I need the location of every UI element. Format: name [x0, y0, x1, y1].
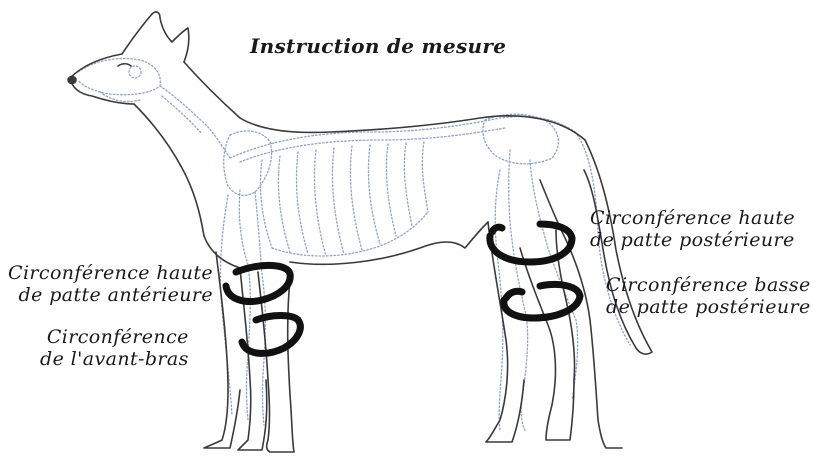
- label-hind-upper-line1: Circonférence haute: [590, 207, 795, 229]
- label-forearm-circumference: Circonférence de l'avant-bras: [40, 326, 189, 370]
- label-front-upper-line1: Circonférence haute: [8, 262, 213, 284]
- label-hind-lower-line1: Circonférence basse: [606, 274, 811, 296]
- label-forearm-line1: Circonférence: [40, 326, 189, 348]
- diagram-title: Instruction de mesure: [250, 34, 506, 58]
- label-front-upper-line2: de patte antérieure: [8, 284, 213, 306]
- ring-hind-lower: [504, 284, 580, 318]
- ring-front-upper: [226, 265, 290, 301]
- label-forearm-line2: de l'avant-bras: [40, 348, 189, 370]
- label-hind-upper-circumference: Circonférence haute de patte postérieure: [590, 207, 795, 251]
- label-hind-lower-circumference: Circonférence basse de patte postérieure: [606, 274, 811, 318]
- ring-hind-upper: [490, 224, 572, 262]
- measurement-rings: [226, 224, 580, 353]
- label-hind-upper-line2: de patte postérieure: [590, 229, 795, 251]
- ring-forearm: [242, 316, 300, 354]
- label-hind-lower-line2: de patte postérieure: [606, 296, 811, 318]
- label-front-upper-circumference: Circonférence haute de patte antérieure: [8, 262, 213, 306]
- dog-skeleton: [78, 59, 630, 433]
